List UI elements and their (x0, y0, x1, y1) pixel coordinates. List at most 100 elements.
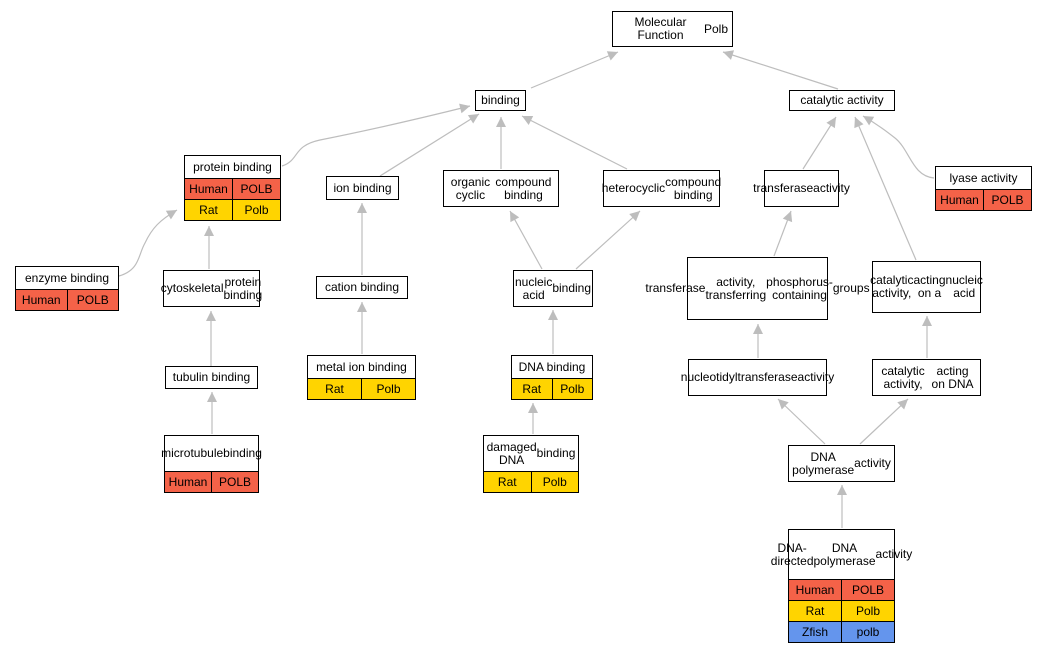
edge-line (521, 115, 628, 170)
edge-organic_cyclic-to-binding (496, 117, 506, 169)
edge-line (777, 398, 826, 445)
edge-arrowhead (357, 203, 367, 213)
node-label: lyase activity (936, 167, 1031, 189)
edge-protein_binding-to-binding (281, 103, 471, 167)
edge-line (802, 116, 837, 170)
organism-cell[interactable]: Rat (497, 475, 517, 489)
edge-nucleic_acid_binding-to-heterocyclic (575, 210, 641, 270)
node-label-line: DNA polymerase (813, 540, 876, 568)
organism-cell[interactable]: Rat (325, 382, 344, 396)
edge-arrowhead (522, 116, 534, 125)
gene-cell[interactable]: Polb (551, 379, 593, 399)
node-cation-binding[interactable]: cation binding (316, 276, 408, 299)
node-ion-binding[interactable]: ion binding (326, 176, 399, 200)
edge-nucleotidyltransferase-to-transferase_phospho (753, 324, 763, 358)
gene-cell[interactable]: POLB (983, 190, 1031, 210)
edge-ion_binding-to-binding (379, 113, 480, 177)
gene-cell[interactable]: POLB (232, 179, 280, 199)
node-label-line: catalytic activity (800, 93, 884, 107)
node-catalytic-activity[interactable]: catalytic activity (789, 90, 895, 111)
annotation-row: Human POLB (16, 289, 118, 310)
node-label-line: Polb (703, 21, 728, 36)
edge-arrowhead (528, 403, 538, 413)
edge-arrowhead (826, 117, 836, 129)
node-label: catalytic activity (790, 91, 894, 110)
edge-arrowhead (778, 399, 789, 410)
node-label: cation binding (317, 277, 407, 298)
node-label-line: tubulin binding (172, 370, 251, 384)
node-tubulin-binding[interactable]: tubulin binding (165, 366, 258, 389)
organism-cell[interactable]: Human (940, 193, 979, 207)
node-label-line: nucleotidyltransferase (680, 370, 798, 384)
gene-cell[interactable]: Polb (530, 472, 579, 492)
edge-arrowhead (165, 210, 177, 220)
node-label-line: nucleic acid (514, 274, 553, 302)
edge-transferase-to-catalytic_activity (802, 116, 837, 170)
edge-arrowhead (782, 211, 793, 223)
node-label-line: DNA polymerase (792, 449, 855, 477)
node-label-line: transferase (645, 281, 706, 295)
gene-cell[interactable]: POLB (66, 290, 119, 310)
organism-cell[interactable]: Human (168, 475, 208, 489)
node-label-line: protein binding (223, 274, 263, 302)
organism-cell[interactable]: Human (795, 583, 835, 597)
annotation-row: Human POLB (789, 579, 894, 600)
node-label-line: activity, transferring (705, 274, 767, 302)
edge-arrowhead (854, 117, 864, 129)
annotation-row: Rat Polb (512, 378, 592, 399)
organism-cell[interactable]: Rat (199, 203, 218, 217)
node-label-line: binding (536, 446, 576, 460)
node-label: DNA binding (512, 356, 592, 378)
edge-enzyme_binding-to-protein_binding (118, 209, 178, 277)
node-catalytic-acting-dna[interactable]: catalytic activity,acting on DNA (872, 359, 981, 396)
organism-cell[interactable]: Rat (522, 382, 542, 396)
gene-cell[interactable]: POLB (841, 580, 894, 600)
edge-cation_binding-to-ion_binding (357, 203, 367, 275)
gene-cell[interactable]: Polb (232, 200, 280, 220)
organism-cell[interactable]: Human (21, 293, 61, 307)
gene-cell[interactable]: Polb (361, 379, 415, 399)
gene-cell[interactable]: Polb (841, 601, 894, 621)
node-label-line: DNA binding (518, 359, 586, 374)
edge-catalytic_activity-to-molecular_function (722, 50, 839, 90)
gene-cell[interactable]: POLB (211, 472, 258, 492)
annotation-row: Zfish polb (789, 621, 894, 642)
edge-arrowhead (207, 392, 217, 402)
organism-cell[interactable]: Human (189, 182, 228, 196)
node-binding[interactable]: binding (475, 90, 526, 111)
edge-arrowhead (206, 311, 216, 321)
gene-cell[interactable]: polb (841, 622, 894, 642)
node-label-line: binding (481, 93, 520, 107)
annotation-row: Rat Polb (484, 471, 578, 492)
organism-cell[interactable]: Zfish (801, 625, 828, 639)
organism-cell[interactable]: Rat (805, 604, 825, 618)
node-label-line: groups (832, 281, 870, 295)
annotation-row: Rat Polb (308, 378, 415, 399)
